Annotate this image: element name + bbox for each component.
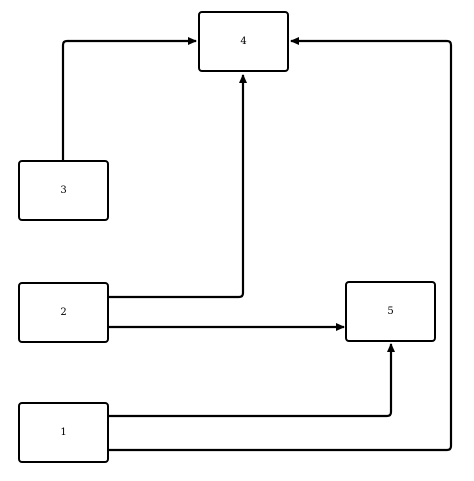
node-4-label: 4 (240, 36, 246, 47)
edge-2-to-4 (108, 74, 247, 299)
node-2-label: 2 (60, 307, 66, 318)
node-4: 4 (198, 11, 289, 72)
node-5-label: 5 (387, 306, 393, 317)
node-3-label: 3 (60, 185, 66, 196)
node-1-label: 1 (60, 427, 66, 438)
node-3: 3 (18, 160, 109, 221)
edge-3-to-4 (61, 37, 197, 161)
node-2: 2 (18, 282, 109, 343)
edge-1-to-5 (108, 343, 395, 418)
node-1: 1 (18, 402, 109, 463)
node-5: 5 (345, 281, 436, 342)
edge-1-to-4 (108, 37, 453, 452)
